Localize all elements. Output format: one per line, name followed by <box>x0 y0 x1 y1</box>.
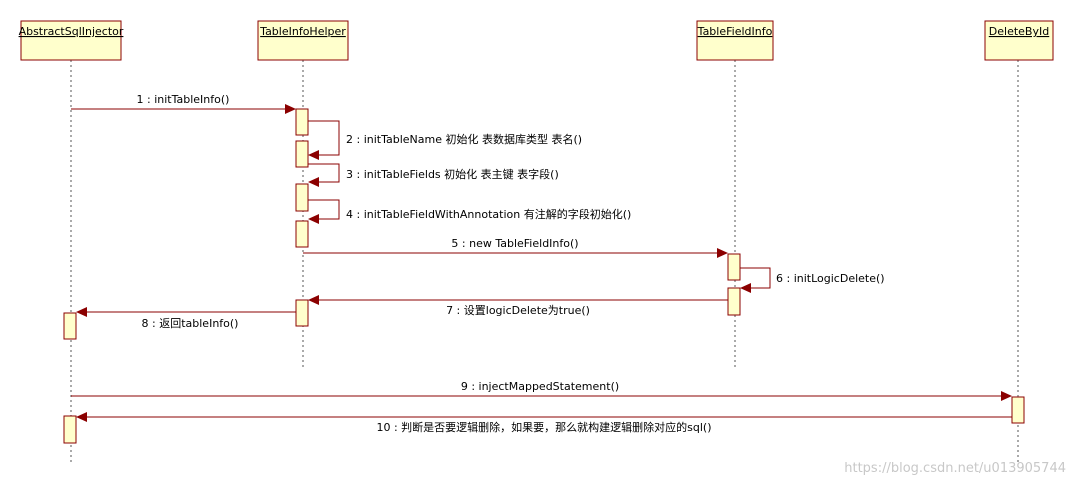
lifeline-title: TableInfoHelper <box>259 25 346 38</box>
activation-bar <box>63 415 77 444</box>
message-6: 6 : initLogicDelete() <box>740 267 885 293</box>
arrowhead <box>717 248 728 258</box>
message-label: 4 : initTableFieldWithAnnotation 有注解的字段初… <box>346 207 631 221</box>
message-8: 8 : 返回tableInfo() <box>76 307 296 330</box>
activation-bar <box>295 183 309 212</box>
message-3: 3 : initTableFields 初始化 表主键 表字段() <box>308 163 559 187</box>
message-label: 7 : 设置logicDelete为true() <box>446 304 590 317</box>
message-1: 1 : initTableInfo() <box>71 93 296 114</box>
lifeline-abstractsqlinjector: AbstractSqlInjector <box>19 20 124 465</box>
activation-bar <box>727 253 741 281</box>
activation-bar <box>295 108 309 136</box>
arrowhead <box>740 283 751 293</box>
lifeline-box <box>20 20 122 61</box>
lifeline-box <box>696 20 774 61</box>
message-arrow-line <box>308 120 340 156</box>
arrowhead <box>76 307 87 317</box>
lifeline-title: TableFieldInfo <box>697 25 773 38</box>
message-4: 4 : initTableFieldWithAnnotation 有注解的字段初… <box>308 199 631 224</box>
activation-bar <box>1011 396 1025 424</box>
message-label: 5 : new TableFieldInfo() <box>451 237 578 250</box>
message-2: 2 : initTableName 初始化 表数据库类型 表名() <box>308 120 582 160</box>
arrowhead <box>1001 391 1012 401</box>
activation-bar <box>295 140 309 168</box>
message-label: 3 : initTableFields 初始化 表主键 表字段() <box>346 167 559 181</box>
arrowhead <box>308 150 319 160</box>
message-label: 9 : injectMappedStatement() <box>461 380 619 393</box>
watermark: https://blog.csdn.net/u013905744 <box>844 461 1066 476</box>
activation-bar <box>295 299 309 327</box>
message-arrow-line <box>308 163 340 183</box>
message-label: 1 : initTableInfo() <box>137 93 230 106</box>
arrowhead <box>76 412 87 422</box>
message-9: 9 : injectMappedStatement() <box>71 380 1012 401</box>
message-label: 8 : 返回tableInfo() <box>142 317 239 330</box>
lifeline-title: DeleteById <box>989 25 1049 38</box>
lifeline-title: AbstractSqlInjector <box>19 25 124 38</box>
arrowhead <box>285 104 296 114</box>
message-7: 7 : 设置logicDelete为true() <box>308 295 728 317</box>
message-5: 5 : new TableFieldInfo() <box>303 237 728 258</box>
activation-bar <box>63 312 77 340</box>
activation-bar <box>727 287 741 316</box>
lifeline-box <box>257 20 349 61</box>
message-arrow-line <box>308 199 340 220</box>
message-label: 2 : initTableName 初始化 表数据库类型 表名() <box>346 132 582 146</box>
message-label: 6 : initLogicDelete() <box>776 272 885 285</box>
arrowhead <box>308 295 319 305</box>
message-arrow-line <box>740 267 771 289</box>
lifeline-tablefieldinfo: TableFieldInfo <box>696 20 774 370</box>
arrowhead <box>308 177 319 187</box>
message-label: 10 : 判断是否要逻辑删除，如果要，那么就构建逻辑删除对应的sql() <box>376 420 711 434</box>
lifeline-box <box>984 20 1054 61</box>
arrowhead <box>308 214 319 224</box>
activation-bar <box>295 220 309 248</box>
message-10: 10 : 判断是否要逻辑删除，如果要，那么就构建逻辑删除对应的sql() <box>76 412 1012 434</box>
